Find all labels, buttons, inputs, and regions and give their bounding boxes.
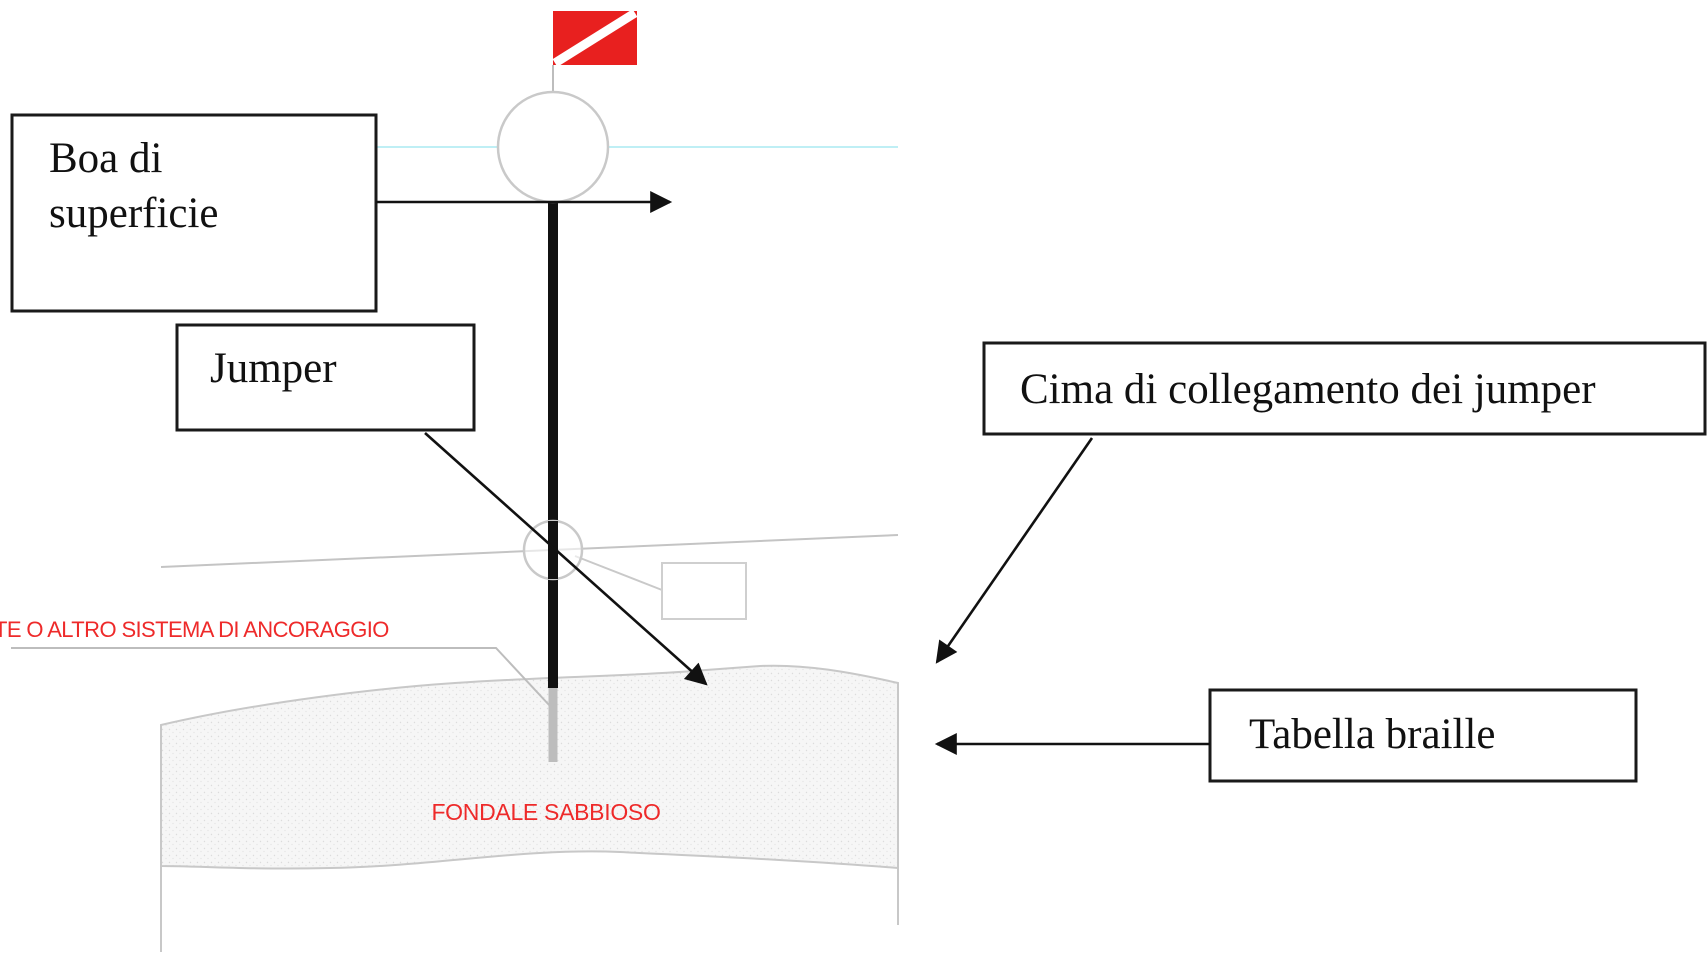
buoy-callout-line2: superficie [49,190,219,237]
braille-sign-callout-box [1208,688,1638,783]
braille-sign-callout-text: Tabella braille [1249,711,1496,758]
anchor-system-text: TE O ALTRO SISTEMA DI ANCORAGGIO [0,617,389,642]
jumper-callout-text: Jumper [210,345,337,392]
surface-buoy [496,90,610,204]
seabed-area [160,664,899,870]
buoy-callout-line1: Boa di [49,135,163,182]
braille-sign-plate [661,562,747,620]
dive-flag-stripe [552,9,638,67]
connecting-line-callout-box [982,341,1707,436]
connecting-line-callout-arrow [935,437,1094,664]
dive-flag [552,9,638,67]
connecting-line-callout-text: Cima di collegamento dei jumper [1020,366,1596,413]
buoy-callout-box [10,113,378,313]
seabed-text: FONDALE SABBIOSO [431,799,660,825]
jumper-callout-arrow [424,432,708,686]
jumper-connector [574,555,663,591]
jumper-callout-box [175,323,476,432]
anchor-leader-line [11,647,551,707]
